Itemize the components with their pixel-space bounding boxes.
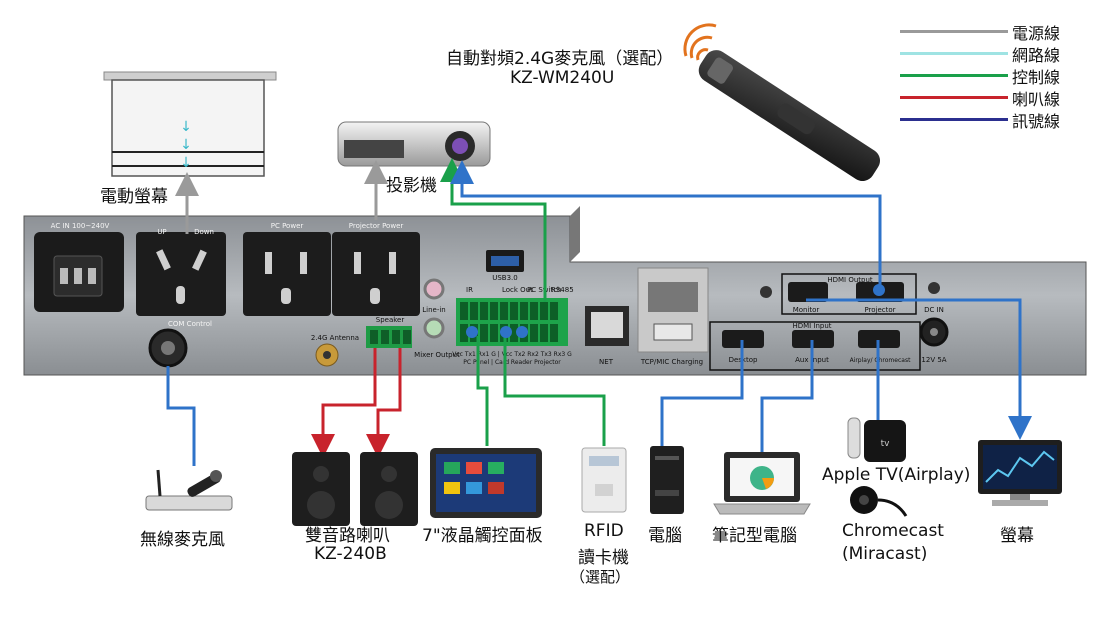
mic-title-label: 自動對頻2.4G麥克風（選配） xyxy=(446,49,674,69)
rfid-label-3: （選配） xyxy=(570,568,631,586)
signal-line-projector xyxy=(450,160,882,288)
legend-swatch xyxy=(900,118,1008,121)
legend-swatch xyxy=(900,96,1008,99)
signal-line-mic xyxy=(166,366,196,466)
apple-tv-label: Apple TV(Airplay) xyxy=(822,465,971,485)
label-airplay: Airplay/ Chromecast xyxy=(850,357,912,364)
svg-text:tv: tv xyxy=(881,439,891,449)
monitor-label: 螢幕 xyxy=(1000,526,1034,546)
speaker-line-right xyxy=(366,348,402,458)
speaker-line-left xyxy=(311,348,377,458)
label-terminals-sub: PC Panel | Card Reader Projector xyxy=(463,359,561,366)
rfid-reader-icon xyxy=(581,447,627,513)
label-usb: USB3.0 xyxy=(492,274,518,282)
pc-tower-icon xyxy=(650,446,684,514)
legend-label: 控制線 xyxy=(1012,68,1061,87)
projector-label: 投影機 xyxy=(386,176,437,196)
label-antenna: 2.4G Antenna xyxy=(311,334,359,342)
speaker-name-label: 雙音路喇叭 xyxy=(305,526,390,546)
legend-swatch xyxy=(900,52,1008,55)
label-ir: IR xyxy=(466,286,473,294)
legend-item-speaker: 喇叭線 xyxy=(900,86,1090,109)
label-tcp-mic: TCP/MIC Charging xyxy=(640,358,703,366)
label-up: UP xyxy=(157,228,166,236)
legend-swatch xyxy=(900,30,1008,33)
legend-item-signal: 訊號線 xyxy=(900,108,1090,131)
terminal-dot-1 xyxy=(466,326,478,338)
label-pc-power: PC Power xyxy=(271,222,304,230)
label-mixer-output: Mixer Output xyxy=(414,351,460,359)
label-terminals: Vcc Tx1 Rx1 G | Vcc Tx2 Rx2 Tx3 Rx3 G xyxy=(452,351,572,358)
signal-line-pc xyxy=(660,340,744,446)
label-lock-out: Lock Out xyxy=(502,286,533,294)
label-dc-rating: 12V 5A xyxy=(921,356,946,364)
wireless-signal-icon xyxy=(683,23,717,61)
mic-receiver-dot xyxy=(456,170,468,182)
terminal-dot-2 xyxy=(500,326,512,338)
chromecast-label-2: (Miracast) xyxy=(842,544,928,564)
control-box-rear-panel xyxy=(23,206,1087,376)
connections xyxy=(166,158,1032,466)
legend-swatch xyxy=(900,74,1008,77)
wireless-mic-receiver-icon xyxy=(145,469,233,511)
label-monitor-port: Monitor xyxy=(793,306,820,314)
label-down: Down xyxy=(194,228,214,236)
rfid-label-1: RFID xyxy=(584,521,624,541)
control-line-rfid xyxy=(503,336,606,446)
touch-panel-label: 7"液晶觸控面板 xyxy=(422,526,543,546)
legend-label: 網路線 xyxy=(1012,46,1061,65)
pc-label: 電腦 xyxy=(648,526,682,546)
signal-line-laptop xyxy=(760,340,814,452)
label-com-control: COM Control xyxy=(168,320,212,328)
control-line-projector xyxy=(440,158,547,302)
apple-tv-icon: tv xyxy=(847,417,906,462)
label-projector-port: Projector xyxy=(864,306,895,314)
laptop-label: 筆記型電腦 xyxy=(712,526,797,546)
touch-panel-icon xyxy=(430,448,542,518)
label-hdmi-output: HDMI Output xyxy=(827,276,873,284)
legend-label: 喇叭線 xyxy=(1012,90,1061,109)
svg-text:↓: ↓ xyxy=(180,155,192,171)
chromecast-label-1: Chromecast xyxy=(842,521,944,541)
rfid-label-2: 讀卡機 xyxy=(578,548,629,568)
legend-item-control: 控制線 xyxy=(900,64,1090,87)
legend-item-network: 網路線 xyxy=(900,42,1090,65)
label-dc-in: DC IN xyxy=(924,306,944,314)
label-speaker: Speaker xyxy=(376,316,405,324)
label-ac-in: AC IN 100~240V xyxy=(51,222,110,230)
legend-item-power: 電源線 xyxy=(900,20,1090,43)
terminal-dot-3 xyxy=(516,326,528,338)
screen-label: 電動螢幕 xyxy=(100,187,168,207)
label-line-in: Line-in xyxy=(422,306,446,314)
mic-model-label: KZ-WM240U xyxy=(510,68,615,88)
legend-label: 電源線 xyxy=(1012,24,1061,43)
label-hdmi-input: HDMI Input xyxy=(792,322,831,330)
hdmi-out-dot xyxy=(873,284,885,296)
monitor-icon xyxy=(978,440,1062,506)
legend-label: 訊號線 xyxy=(1012,112,1061,131)
projector-icon xyxy=(337,121,491,167)
label-net: NET xyxy=(599,358,614,366)
wireless-mic-handheld-icon xyxy=(698,50,880,182)
speaker-pair-icon xyxy=(292,452,418,526)
laptop-icon xyxy=(713,452,811,515)
label-rs485: RS485 xyxy=(551,286,574,294)
wireless-mic-label: 無線麥克風 xyxy=(140,530,225,550)
control-line-panel xyxy=(476,336,489,446)
speaker-model-label: KZ-240B xyxy=(314,544,387,564)
label-projector-power: Projector Power xyxy=(349,222,404,230)
electric-screen-icon: ↓ ↓ ↓ xyxy=(103,71,277,177)
chromecast-icon xyxy=(850,486,908,517)
svg-text:↓: ↓ xyxy=(180,119,192,135)
svg-text:↓: ↓ xyxy=(180,137,192,153)
signal-line-monitor xyxy=(806,298,1032,440)
